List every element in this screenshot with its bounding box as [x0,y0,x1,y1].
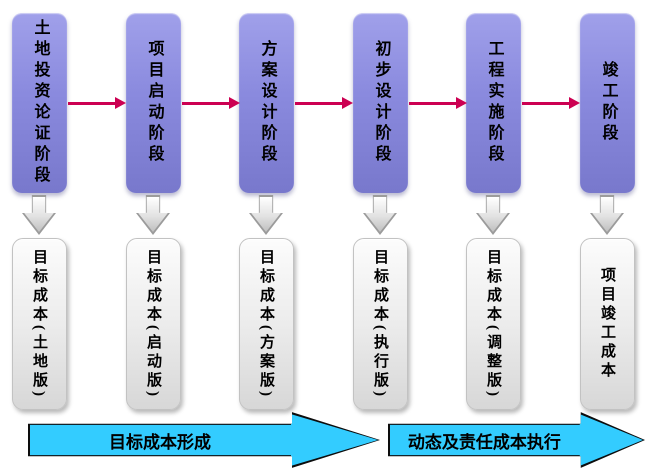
cost-label: 目标成本(调整版) [485,248,501,400]
process-arrow-label: 目标成本形成 [109,432,211,452]
process-arrow-target-cost-formation: 目标成本形成 [28,412,380,468]
stage-box-land-investment: 土地投资论证阶段 [12,13,67,193]
stage-label: 初步设计阶段 [372,40,390,166]
flow-arrow-icon [68,97,126,109]
down-arrow-icon [22,195,56,235]
down-arrow-icon [363,195,397,235]
stage-label: 方案设计阶段 [258,40,276,166]
flow-arrow-icon [182,97,240,109]
down-arrow-icon [136,195,170,235]
process-arrow-dynamic-execution: 动态及责任成本执行 [388,412,645,468]
stage-label: 工程实施阶段 [485,40,503,166]
cost-box-adjusted-version: 目标成本(调整版) [466,238,521,410]
cost-box-scheme-version: 目标成本(方案版) [239,238,294,410]
cost-label: 目标成本(方案版) [258,248,274,400]
cost-label: 目标成本(执行版) [372,248,388,400]
cost-label: 目标成本(土地版) [31,248,47,400]
stage-label: 竣工阶段 [599,61,617,145]
cost-box-start-version: 目标成本(启动版) [126,238,181,410]
process-arrow-label: 动态及责任成本执行 [407,432,561,452]
cost-label: 目标成本(启动版) [145,248,161,400]
stage-label: 项目启动阶段 [145,40,163,166]
flow-arrow-icon [409,97,467,109]
stage-label: 土地投资论证阶段 [31,19,49,187]
stage-box-scheme-design: 方案设计阶段 [239,13,294,193]
flow-arrow-icon [295,97,353,109]
stage-box-preliminary-design: 初步设计阶段 [353,13,408,193]
flow-arrow-icon [522,97,580,109]
down-arrow-icon [476,195,510,235]
down-arrow-icon [590,195,624,235]
stage-box-project-start: 项目启动阶段 [126,13,181,193]
cost-box-final-cost: 项目竣工成本 [580,238,635,410]
stage-box-completion: 竣工阶段 [580,13,635,193]
down-arrow-icon [249,195,283,235]
cost-box-execution-version: 目标成本(执行版) [353,238,408,410]
stage-box-construction: 工程实施阶段 [466,13,521,193]
cost-box-land-version: 目标成本(土地版) [12,238,67,410]
cost-label: 项目竣工成本 [599,267,615,381]
